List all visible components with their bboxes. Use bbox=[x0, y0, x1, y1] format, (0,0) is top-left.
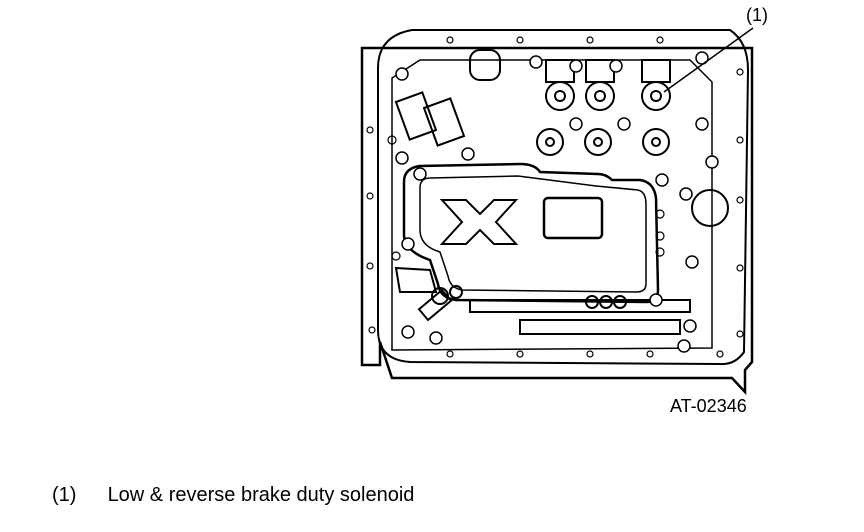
legend-item-text: Low & reverse brake duty solenoid bbox=[107, 484, 415, 506]
legend: (1) Low & reverse brake duty solenoid bbox=[52, 484, 414, 507]
legend-item-number: (1) bbox=[52, 484, 77, 506]
callout-leader-line bbox=[663, 27, 754, 93]
valve-body-drawing bbox=[360, 27, 754, 396]
callout-label: (1) bbox=[746, 5, 768, 25]
valve-body-illustration bbox=[360, 27, 754, 396]
figure-code: AT-02346 bbox=[670, 396, 747, 416]
